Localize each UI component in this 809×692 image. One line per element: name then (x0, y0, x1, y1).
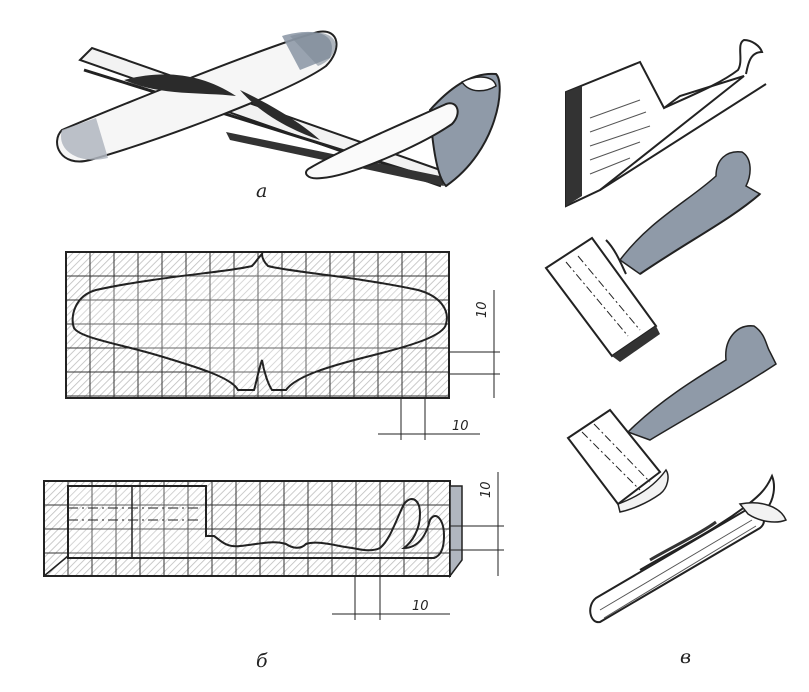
fuselage-dimension-vertical: 10 (450, 472, 504, 576)
svg-text:10: 10 (452, 419, 469, 434)
fuselage-dimension-horizontal: 10 (332, 576, 450, 620)
fuselage-pattern: 10 10 (43, 472, 504, 620)
wing-pattern: 10 10 (65, 251, 500, 440)
svg-text:10: 10 (479, 481, 494, 498)
label-a: a (256, 180, 267, 202)
wing-outline (71, 251, 448, 391)
fuselage-fold-flap (449, 485, 463, 579)
folding-step-2 (544, 151, 762, 362)
fuselage-outline (67, 485, 446, 559)
label-v: в (680, 646, 691, 668)
folding-step-3 (566, 325, 777, 513)
label-b: б (256, 650, 268, 672)
svg-text:10: 10 (475, 301, 490, 318)
glider-illustration (56, 30, 501, 188)
wing-dimension-horizontal: 10 (378, 398, 480, 440)
folding-step-1 (565, 38, 767, 208)
wing-grid-lines (66, 252, 449, 398)
wing-grid-border (65, 251, 450, 399)
fuselage-grid-lines (44, 481, 450, 576)
folding-step-4 (589, 473, 787, 624)
svg-text:10: 10 (412, 599, 429, 614)
wing-dimension-vertical: 10 (449, 290, 500, 398)
